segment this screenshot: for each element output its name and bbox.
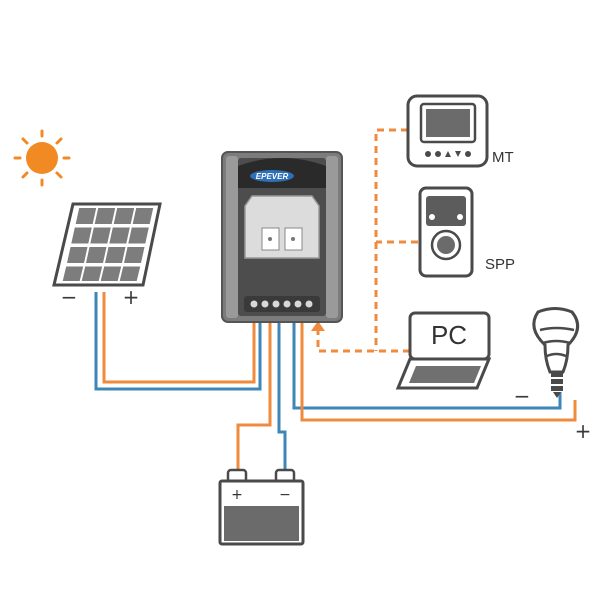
battery-plus-label: + xyxy=(231,487,243,503)
brand-label: EPEVER xyxy=(256,172,289,181)
panel-plus-label: + xyxy=(123,285,140,309)
pc-label: PC xyxy=(431,320,467,350)
wires xyxy=(94,292,577,470)
panel-negative-wire xyxy=(94,292,262,391)
panel-minus-label: − xyxy=(61,285,78,309)
battery-negative-wire xyxy=(277,322,287,470)
brand-logo-badge xyxy=(250,170,294,182)
charge-controller: EPEVER xyxy=(221,151,343,323)
solar-panel xyxy=(52,202,162,287)
mt-label: MT xyxy=(492,149,514,166)
battery-positive-wire xyxy=(236,322,272,470)
terminal-strip xyxy=(244,296,320,312)
comm-links xyxy=(316,128,418,353)
spp-device xyxy=(418,186,474,278)
solar-cells xyxy=(62,208,154,281)
panel-positive-wire xyxy=(102,292,256,384)
battery-minus-label: − xyxy=(279,487,291,503)
battery xyxy=(218,468,305,546)
mt-buttons xyxy=(425,151,471,157)
load-negative-wire xyxy=(292,322,562,410)
load-positive-wire xyxy=(300,322,577,422)
comm-arrow-icon xyxy=(311,321,325,331)
sun-icon xyxy=(13,129,71,187)
pc-laptop: PC xyxy=(395,311,492,390)
load-bulb-icon xyxy=(532,307,580,398)
mt-meter xyxy=(406,94,489,168)
spp-label: SPP xyxy=(485,256,515,273)
load-plus-label: + xyxy=(575,419,592,443)
controller-screen xyxy=(244,195,320,259)
load-minus-label: − xyxy=(514,384,531,408)
terminal-screws xyxy=(250,300,313,308)
pc-link xyxy=(316,330,410,353)
